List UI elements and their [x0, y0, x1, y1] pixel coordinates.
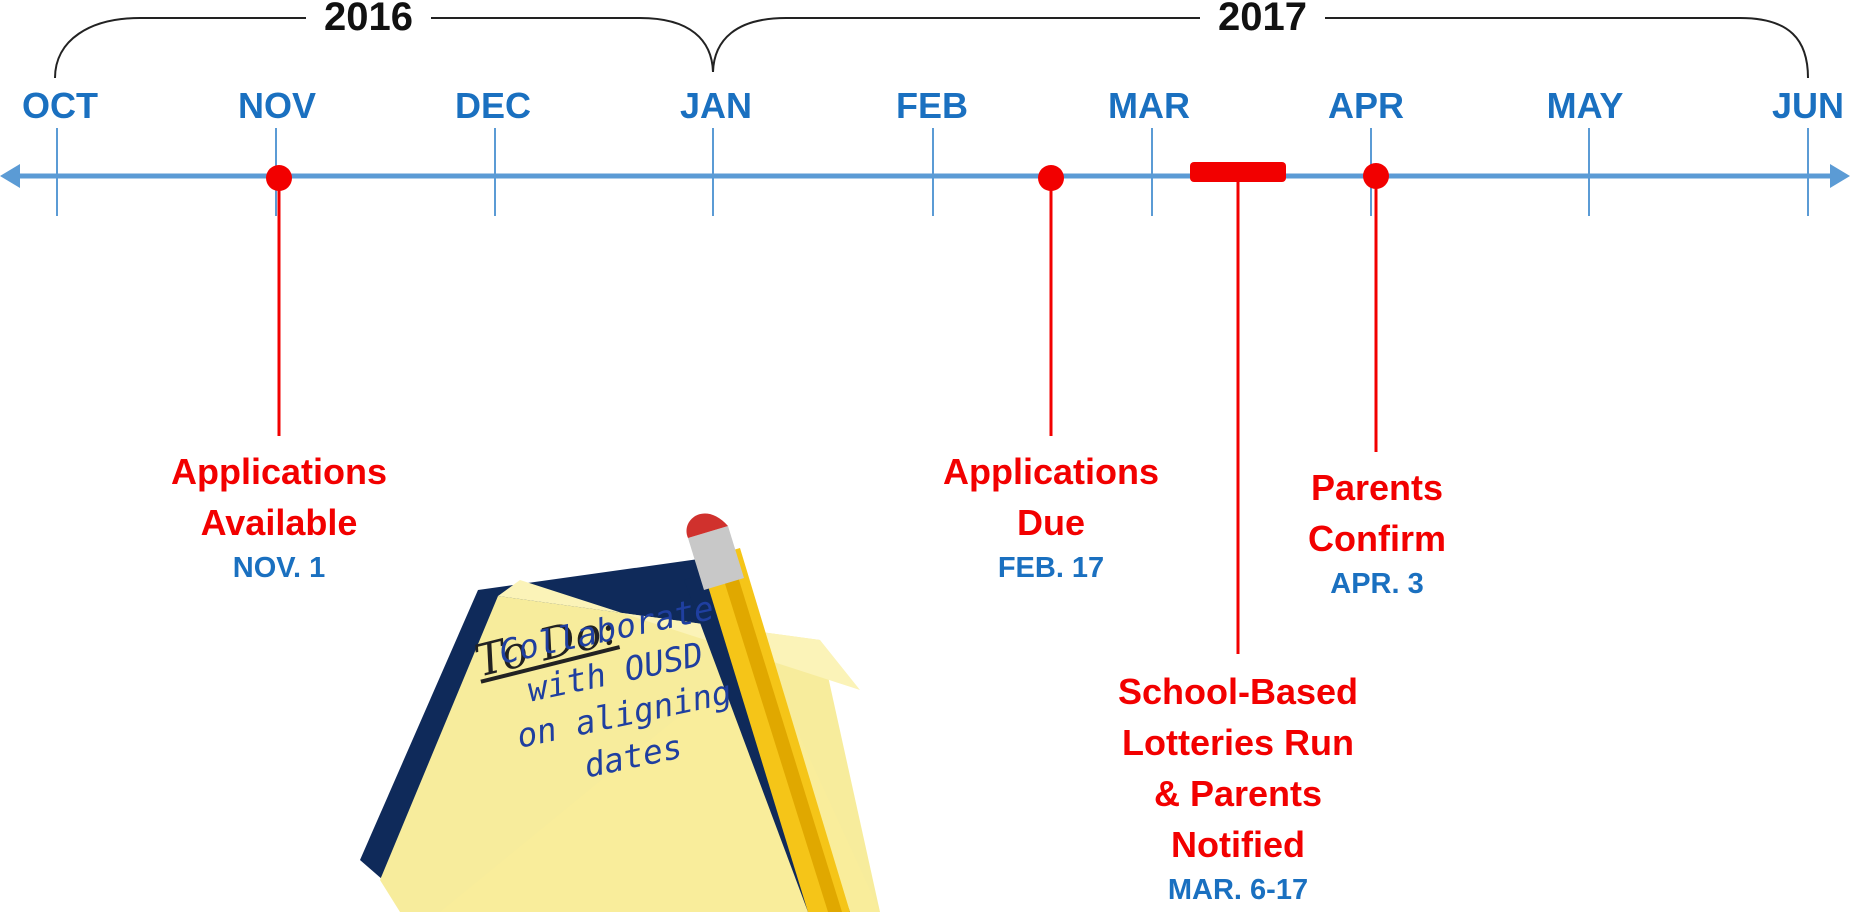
- event-title-line: Notified: [1171, 824, 1305, 865]
- axis-right-arrow: [1830, 164, 1850, 188]
- year-2016-bracket: [54, 17, 1809, 79]
- event-date: NOV. 1: [232, 552, 326, 584]
- month-label-may: MAY: [1546, 85, 1624, 126]
- event-date: FEB. 17: [997, 552, 1105, 584]
- event-title-line: School-Based: [1117, 671, 1359, 712]
- event-title-line: Lotteries Run: [1121, 722, 1354, 763]
- event-title-line: Applications: [942, 451, 1160, 492]
- event-title-line: Applications: [170, 451, 388, 492]
- event-applications-available: Applications Available NOV. 1: [129, 446, 429, 588]
- month-label-mar: MAR: [1108, 85, 1190, 126]
- pencil-icon: [684, 513, 850, 912]
- month-label-apr: APR: [1327, 85, 1404, 126]
- year-label-2016: 2016: [306, 0, 431, 40]
- event-lotteries-run: School-Based Lotteries Run & Parents Not…: [1088, 666, 1388, 910]
- month-label-jun: JUN: [1771, 85, 1845, 126]
- event-markers: [266, 162, 1389, 654]
- event-date: APR. 3: [1330, 568, 1424, 600]
- month-label-nov: NOV: [237, 85, 316, 126]
- event-title-line: Confirm: [1308, 518, 1446, 559]
- month-label-jan: JAN: [679, 85, 753, 126]
- event-title-line: & Parents: [1153, 773, 1323, 814]
- axis-left-arrow: [0, 164, 20, 188]
- event-title-line: Available: [200, 502, 358, 543]
- event-applications-due: Applications Due FEB. 17: [901, 446, 1201, 588]
- month-label-oct: OCT: [22, 85, 98, 126]
- event-date: MAR. 6-17: [1167, 874, 1309, 906]
- event-parents-confirm: Parents Confirm APR. 3: [1227, 462, 1527, 604]
- month-label-dec: DEC: [454, 85, 531, 126]
- month-ticks: [56, 128, 1809, 216]
- event-title-line: Due: [1016, 502, 1085, 543]
- month-label-feb: FEB: [896, 85, 968, 126]
- event-title-line: Parents: [1310, 467, 1444, 508]
- year-label-2017: 2017: [1200, 0, 1325, 40]
